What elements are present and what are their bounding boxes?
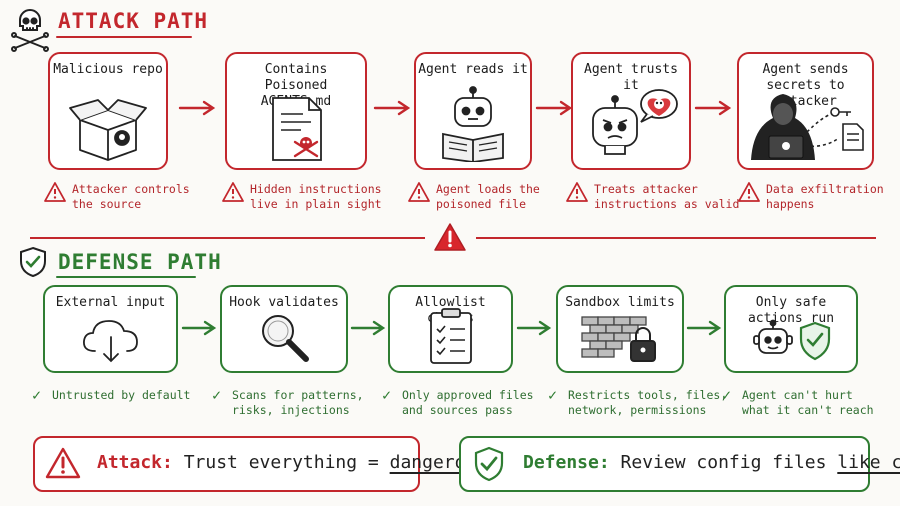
- attack-arrow-2: [373, 100, 411, 116]
- attack-step-agent-reads: Agent reads it: [414, 52, 532, 170]
- step-label: Sandbox limits: [565, 295, 675, 310]
- shield-check-icon: [20, 246, 46, 278]
- defense-arrow-1: [181, 320, 217, 336]
- attack-arrow-3: [535, 100, 573, 116]
- defense-note-4: Restricts tools, files, network, permiss…: [568, 388, 728, 417]
- warning-icon: [738, 182, 760, 202]
- attack-summary-text: Trust everything =: [183, 452, 379, 473]
- defense-arrow-3: [516, 320, 552, 336]
- hacker-icon: [750, 94, 864, 160]
- clipboard-icon: [429, 308, 472, 364]
- defense-step-external-input: External input: [43, 285, 178, 373]
- defense-note-3: Only approved files and sources pass: [402, 388, 534, 417]
- defense-note-5: Agent can't hurt what it can't reach: [742, 388, 874, 417]
- check-icon: ✓: [722, 386, 732, 404]
- document-icon: [272, 97, 322, 161]
- cloud-download-icon: [82, 320, 138, 363]
- defense-step-sandbox-limits: Sandbox limits: [556, 285, 684, 373]
- defense-title-underline: [56, 276, 196, 278]
- attack-note-3: Agent loads the poisoned file: [436, 182, 540, 211]
- warning-icon: [44, 182, 66, 202]
- step-label: Hook validates: [229, 295, 339, 310]
- attack-title-underline: [56, 36, 192, 38]
- robot-shield-icon: [753, 319, 831, 361]
- attack-note-1: Attacker controls the source: [72, 182, 190, 211]
- attack-summary-box: Attack: Trust everything = dangerous: [33, 436, 487, 492]
- attack-note-5: Data exfiltration happens: [766, 182, 884, 211]
- magnifier-icon: [262, 315, 309, 362]
- warning-icon: [566, 182, 588, 202]
- check-icon: ✓: [32, 386, 42, 404]
- defense-step-safe-actions: Only safe actions run: [724, 285, 858, 373]
- defense-summary-text: Review config files: [620, 452, 827, 473]
- attack-path-title: ATTACK PATH: [58, 9, 209, 33]
- shield-check-icon: [474, 446, 504, 482]
- check-icon: ✓: [382, 386, 392, 404]
- check-icon: ✓: [548, 386, 558, 404]
- warning-icon: [45, 447, 81, 479]
- defense-arrow-4: [686, 320, 722, 336]
- defense-note-1: Untrusted by default: [52, 388, 191, 402]
- attack-step-sends-secrets: Agent sends secrets to attacker: [737, 52, 874, 170]
- defense-summary-keyword: Defense:: [523, 452, 610, 473]
- step-label: Only safe actions run: [747, 295, 835, 326]
- attack-step-poisoned-agents-md: Contains Poisoned AGENTS.md: [225, 52, 367, 170]
- step-label: External input: [55, 295, 166, 310]
- step-label: Agent trusts it: [584, 62, 678, 93]
- warning-icon: [408, 182, 430, 202]
- check-icon: ✓: [212, 386, 222, 404]
- defense-summary-emphasis: like code: [837, 452, 900, 473]
- attack-arrow-4: [694, 100, 732, 116]
- defense-step-hook-validates: Hook validates: [220, 285, 348, 373]
- attack-step-malicious-repo: Malicious repo: [48, 52, 168, 170]
- divider-right: [476, 237, 876, 239]
- defense-arrow-2: [350, 320, 386, 336]
- defense-note-2: Scans for patterns, risks, injections: [232, 388, 364, 417]
- robot-reading-icon: [442, 86, 504, 162]
- attack-step-agent-trusts: Agent trusts it: [571, 52, 691, 170]
- step-label: Malicious repo: [53, 62, 163, 77]
- warning-icon: [434, 223, 466, 251]
- box-icon: [69, 99, 147, 161]
- attack-note-4: Treats attacker instructions as valid: [594, 182, 740, 211]
- defense-step-allowlist-checks: Allowlist checks: [388, 285, 513, 373]
- skull-crossbones-icon: [11, 9, 49, 52]
- warning-icon: [222, 182, 244, 202]
- attack-note-2: Hidden instructions live in plain sight: [250, 182, 382, 211]
- firewall-lock-icon: [581, 316, 656, 362]
- robot-trusting-icon: [592, 89, 678, 155]
- defense-path-title: DEFENSE PATH: [58, 250, 222, 274]
- defense-summary-box: Defense: Review config files like code: [459, 436, 900, 492]
- step-label: Agent reads it: [418, 62, 528, 77]
- attack-arrow-1: [178, 100, 216, 116]
- divider-left: [30, 237, 425, 239]
- attack-summary-keyword: Attack:: [97, 452, 173, 473]
